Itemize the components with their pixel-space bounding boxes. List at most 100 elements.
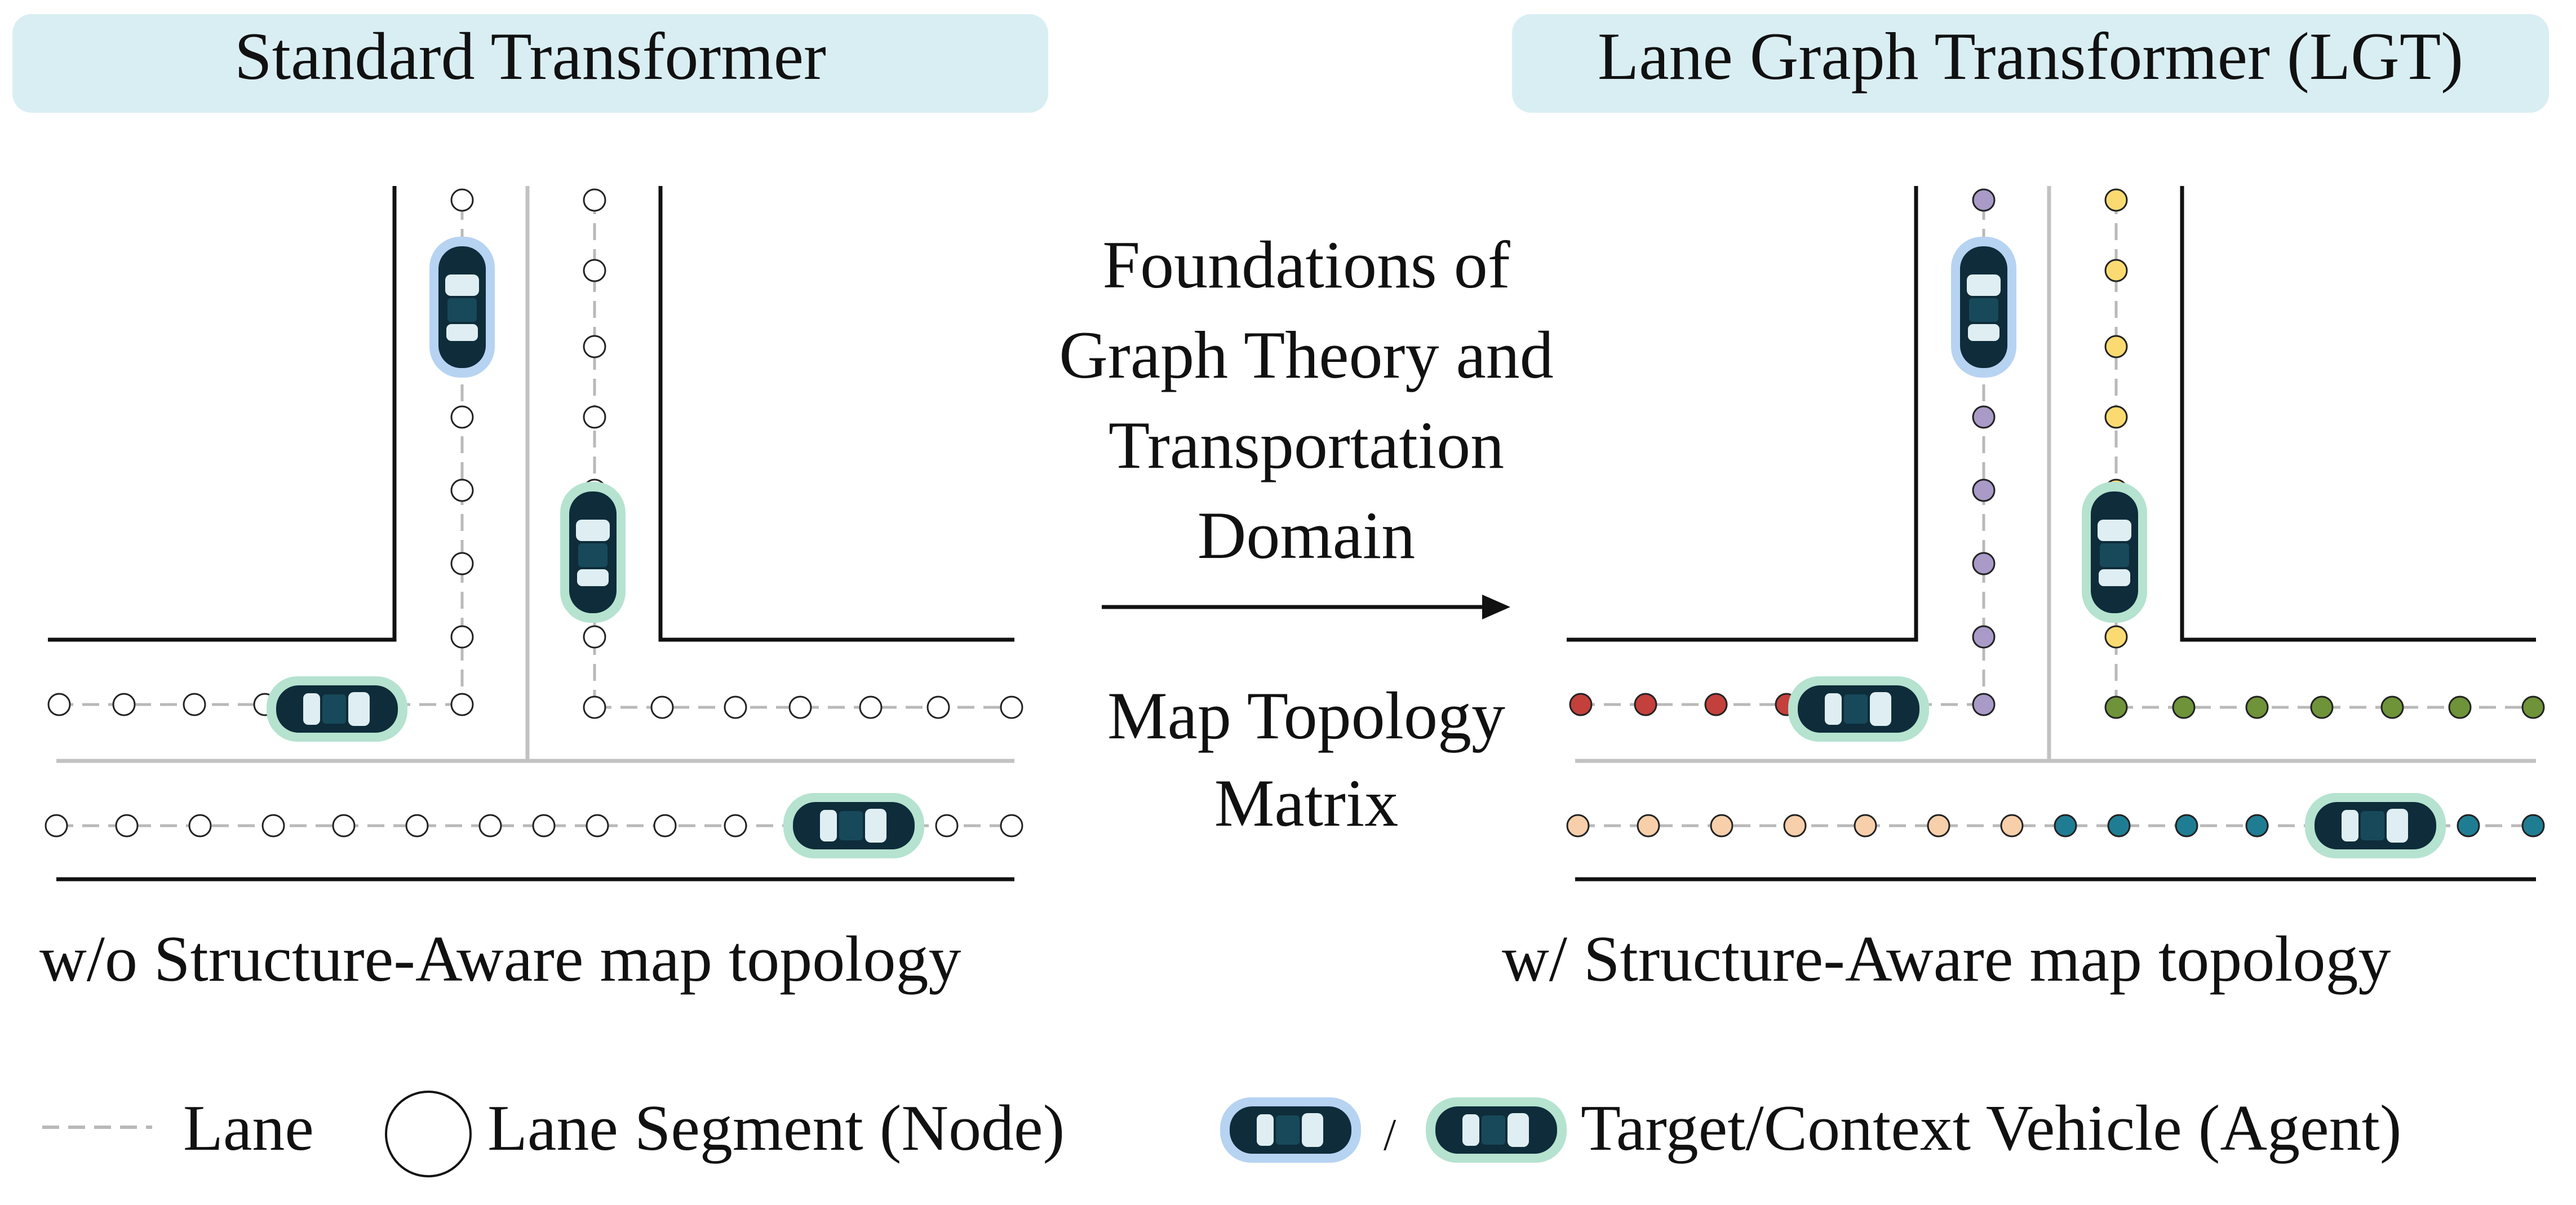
- right-title: Lane Graph Transformer (LGT): [1598, 19, 2463, 94]
- lane-node: [2001, 815, 2023, 836]
- lane-node: [651, 697, 673, 718]
- lane-node: [936, 815, 957, 836]
- lane-node: [1973, 694, 1994, 715]
- target-vehicle-icon: [1220, 1097, 1361, 1163]
- lane-node: [533, 815, 555, 836]
- context-vehicle: [267, 676, 407, 742]
- lane-node: [48, 694, 70, 715]
- target-vehicle: [429, 237, 495, 378]
- lane-node: [790, 697, 811, 718]
- lane-node: [1973, 189, 1994, 211]
- lane-node: [2311, 697, 2333, 718]
- middle-top-line-3: Transportation: [1109, 407, 1504, 482]
- lane-node: [113, 694, 135, 715]
- left-panel: Standard Transformer w/o Structure-Aware…: [12, 14, 1048, 995]
- lane-node: [451, 626, 473, 648]
- lane-node: [189, 815, 211, 836]
- lane-node: [480, 815, 501, 836]
- lane-node: [1855, 815, 1876, 836]
- lane-node: [451, 189, 473, 211]
- middle-bottom-line-1: Map Topology: [1107, 678, 1505, 753]
- lane-node: [1705, 694, 1727, 715]
- right-road: [1567, 186, 2536, 879]
- lane-node: [928, 697, 949, 718]
- context-vehicle: [1788, 676, 1929, 742]
- lane-node: [2105, 336, 2127, 357]
- target-vehicle: [1951, 237, 2016, 378]
- lane-node: [584, 336, 605, 357]
- lane-node: [406, 815, 428, 836]
- lane-node: [451, 406, 473, 428]
- context-vehicle: [2082, 482, 2147, 623]
- lane-node: [2522, 815, 2544, 836]
- lane-node: [654, 815, 676, 836]
- context-vehicle: [560, 482, 626, 623]
- lane-node: [2176, 815, 2197, 836]
- legend: Lane Lane Segment (Node) / Target/Contex…: [42, 1092, 2402, 1176]
- middle-top-line-2: Graph Theory and: [1059, 317, 1554, 392]
- lane-node: [263, 815, 284, 836]
- legend-lane-segment-label: Lane Segment (Node): [487, 1092, 1065, 1164]
- lane-node: [2105, 406, 2127, 428]
- lane-node: [1567, 815, 1589, 836]
- lane-node: [1570, 694, 1591, 715]
- lane-node: [725, 815, 746, 836]
- legend-lane-label: Lane: [183, 1092, 314, 1164]
- lane-node: [584, 626, 605, 648]
- arrow-icon: [1102, 595, 1510, 619]
- lane-node: [2458, 815, 2479, 836]
- right-caption: w/ Structure-Aware map topology: [1502, 923, 2391, 995]
- lane-node: [1784, 815, 1806, 836]
- lane-node: [584, 406, 605, 428]
- lane-node: [860, 697, 881, 718]
- lane-node: [116, 815, 138, 836]
- lane-node: [2449, 697, 2471, 718]
- lane-node: [451, 694, 473, 715]
- legend-separator: /: [1384, 1110, 1396, 1160]
- lane-node: [2055, 815, 2076, 836]
- lane-node: [2382, 697, 2403, 718]
- lane-node: [2105, 189, 2127, 211]
- lane-node: [2108, 815, 2130, 836]
- lane-node: [1638, 815, 1659, 836]
- middle-bottom-line-2: Matrix: [1214, 765, 1399, 840]
- left-title: Standard Transformer: [234, 19, 826, 94]
- lane-node: [584, 260, 605, 281]
- lane-node: [2105, 626, 2127, 648]
- right-lane-nodes: [1567, 189, 2544, 836]
- lane-node: [46, 815, 67, 836]
- lane-node: [1973, 406, 1994, 428]
- lane-node: [587, 815, 608, 836]
- lane-node: [2246, 815, 2268, 836]
- lane-node: [1973, 553, 1994, 574]
- lane-node: [451, 553, 473, 574]
- lane-node: [2173, 697, 2194, 718]
- lane-node: [1001, 697, 1022, 718]
- middle-top-line-4: Domain: [1198, 498, 1416, 573]
- lane-node: [725, 697, 746, 718]
- lane-node: [584, 189, 605, 211]
- right-panel: Lane Graph Transformer (LGT) w/ Structur…: [1502, 14, 2549, 995]
- lane-node: [2246, 697, 2268, 718]
- lane-node: [1635, 694, 1656, 715]
- left-road: [48, 186, 1014, 879]
- context-vehicle: [2305, 793, 2446, 858]
- lane-node: [1928, 815, 1949, 836]
- middle-annotation: Foundations of Graph Theory and Transpor…: [1059, 227, 1554, 840]
- lane-node: [584, 697, 605, 718]
- lane-node: [2522, 697, 2544, 718]
- context-vehicle-icon: [1426, 1097, 1567, 1163]
- lane-node: [184, 694, 205, 715]
- lane-node: [2105, 697, 2127, 718]
- lane-node: [1973, 626, 1994, 648]
- context-vehicle: [783, 793, 924, 858]
- lane-node: [333, 815, 354, 836]
- lane-node: [1711, 815, 1732, 836]
- lane-node: [1001, 815, 1022, 836]
- lane-node: [2105, 260, 2127, 281]
- left-lane-nodes: [46, 189, 1022, 836]
- middle-top-line-1: Foundations of: [1102, 227, 1510, 302]
- legend-vehicle-label: Target/Context Vehicle (Agent): [1581, 1092, 2402, 1164]
- legend-node-icon: [386, 1092, 471, 1176]
